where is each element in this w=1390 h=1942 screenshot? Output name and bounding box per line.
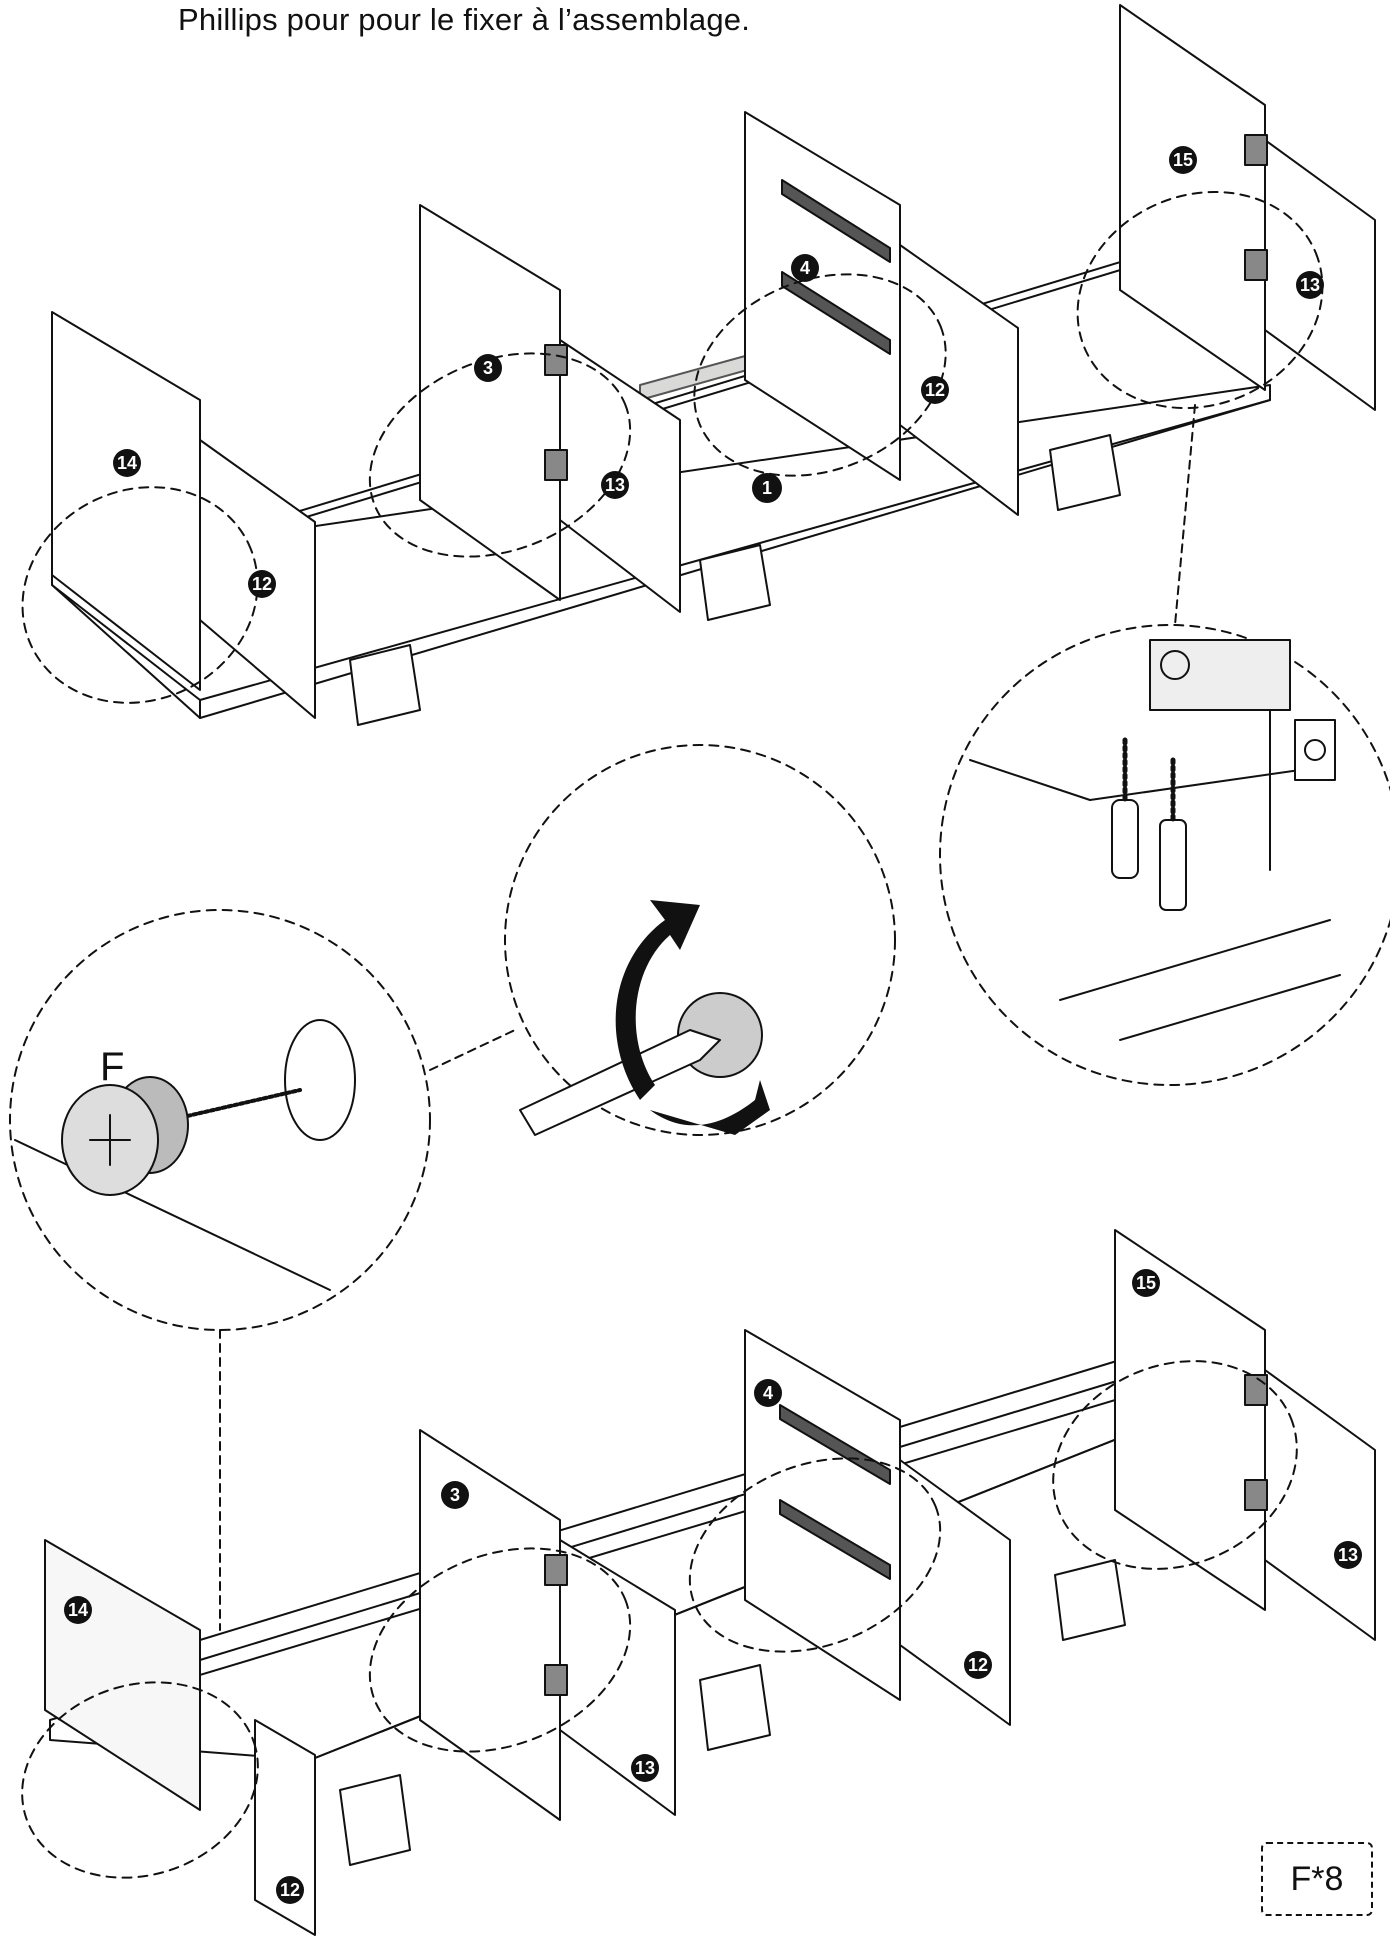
- bottom-assembly: [21, 1229, 1376, 1936]
- top-foot-3: [1049, 434, 1121, 511]
- top-foot-1: [349, 644, 421, 726]
- label-bottom-12-center: 12: [968, 1655, 988, 1675]
- label-bottom-15: 15: [1136, 1273, 1156, 1293]
- bottom-panel-13-right: [1264, 1369, 1376, 1641]
- bottom-panel-15: [1114, 1229, 1266, 1611]
- bottom-panel-14: [44, 1539, 201, 1811]
- hardware-count-badge: F*8: [1261, 1842, 1373, 1916]
- label-bottom-4: 4: [763, 1383, 773, 1403]
- bottom-panel-12-center: [899, 1459, 1011, 1726]
- label-bottom-13-right: 13: [1338, 1545, 1358, 1565]
- label-bottom-12-left: 12: [280, 1880, 300, 1900]
- label-top-12-left: 12: [252, 574, 272, 594]
- top-detail-circle-4: [693, 273, 947, 477]
- cam-lock-detail: [9, 909, 431, 1631]
- label-top-14: 14: [117, 453, 137, 473]
- top-part-labels: 1 14 12 3 13 4 12 15 13: [113, 146, 1324, 598]
- top-detail-circle-3: [368, 352, 632, 558]
- label-bottom-3: 3: [450, 1485, 460, 1505]
- label-top-12-center: 12: [925, 380, 945, 400]
- label-top-4: 4: [800, 258, 810, 278]
- label-bottom-14: 14: [68, 1600, 88, 1620]
- label-top-13-right: 13: [1300, 275, 1320, 295]
- screwdriver-detail: [429, 744, 896, 1136]
- bottom-panel-3: [419, 1429, 561, 1821]
- dowel-icon: [1160, 650, 1190, 680]
- bottom-panel-4: [744, 1329, 901, 1701]
- rotate-arrow-icon: [615, 900, 700, 1100]
- instruction-text: Phillips pour pour le fixer à l’assembla…: [178, 2, 751, 37]
- label-bottom-13-left: 13: [635, 1758, 655, 1778]
- top-detail-circle-15: [1076, 190, 1324, 410]
- label-top-3: 3: [483, 358, 493, 378]
- top-panel-12-center: [899, 244, 1019, 516]
- top-panel-3: [419, 204, 561, 601]
- label-top-15: 15: [1173, 150, 1193, 170]
- top-panel-4: [744, 111, 901, 481]
- top-panel-15: [1119, 4, 1266, 391]
- bottom-part-labels: 14 12 3 13 4 12 15 13: [64, 1269, 1362, 1904]
- top-drawer-rail: [781, 179, 891, 263]
- top-detail-circle-14: [21, 486, 259, 704]
- label-main-part: 1: [762, 478, 772, 498]
- top-foot-2: [699, 544, 771, 621]
- top-panel-14: [51, 311, 201, 691]
- hinge-dowel-detail: [939, 624, 1390, 1086]
- label-cam-lock-letter: F: [100, 1045, 124, 1089]
- hinge-icon: [544, 344, 568, 376]
- cam-lock-icon: [61, 1076, 189, 1196]
- phillips-screwdriver-icon: [519, 1029, 721, 1136]
- label-top-13-left: 13: [605, 475, 625, 495]
